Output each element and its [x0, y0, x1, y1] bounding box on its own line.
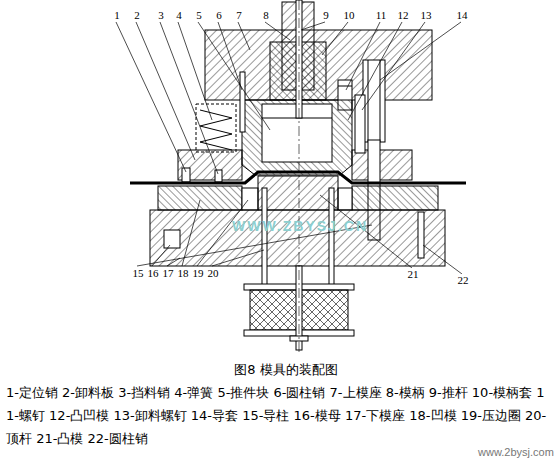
parts-list: 1-定位销 2-卸料板 3-挡料销 4-弹簧 5-推件块 6-圆柱销 7-上模座… — [6, 381, 551, 450]
callout-number: 17 — [162, 267, 175, 279]
callout-number: 13 — [420, 9, 433, 21]
callout-number: 8 — [262, 9, 270, 21]
callout-number: 3 — [157, 9, 165, 21]
callout-number: 1 — [113, 9, 121, 21]
callout-number: 2 — [133, 9, 141, 21]
callout-number: 16 — [147, 267, 160, 279]
callout-number: 15 — [132, 267, 145, 279]
callout-number: 7 — [235, 9, 243, 21]
callout-number: 4 — [175, 9, 183, 21]
watermark: www.2bysj.com — [478, 446, 554, 458]
callout-number: 11 — [375, 9, 388, 21]
callout-number: 18 — [177, 267, 190, 279]
callout-number: 21 — [407, 268, 420, 280]
callout-number: 12 — [397, 9, 410, 21]
callout-number: 6 — [215, 9, 223, 21]
callout-number: 10 — [343, 9, 356, 21]
figure-caption: 图8 模具的装配图 — [234, 363, 337, 377]
callout-number: 9 — [322, 9, 330, 21]
callout-number: 14 — [456, 9, 469, 21]
callout-number: 5 — [195, 9, 203, 21]
callout-number: 19 — [192, 267, 205, 279]
callout-number: 22 — [457, 274, 470, 286]
callout-number: 20 — [207, 267, 220, 279]
watermark: WWW.ZBYSJ.CN — [232, 219, 368, 234]
